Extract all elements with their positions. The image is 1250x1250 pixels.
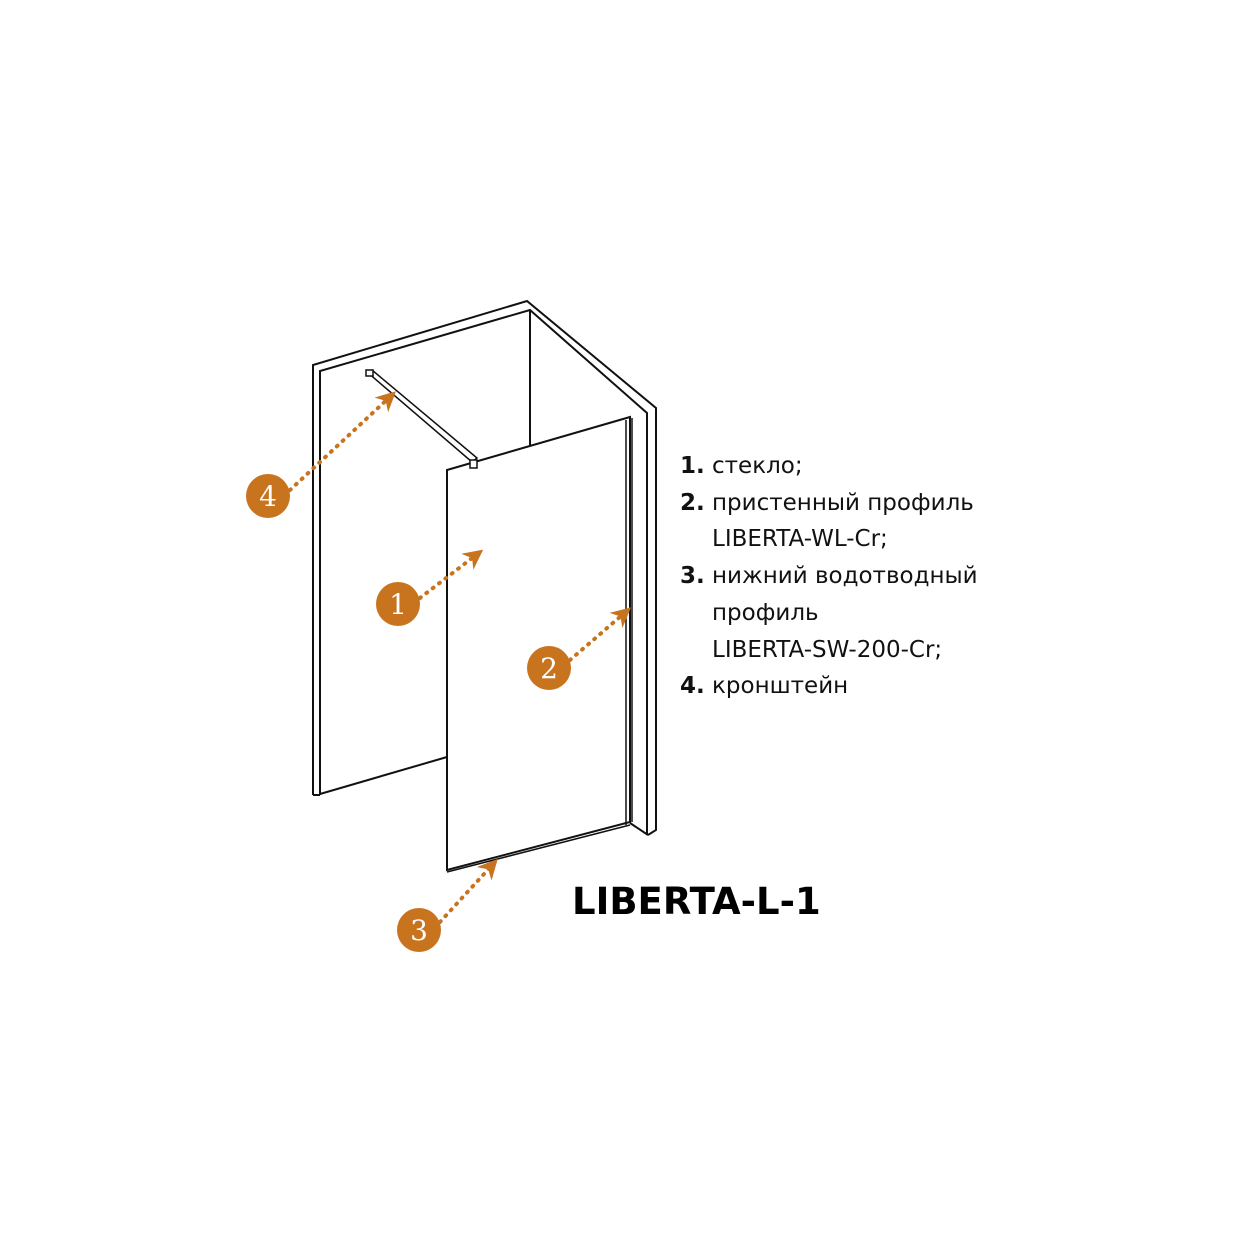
legend-text: профиль [712,599,819,626]
legend-num: 1. [680,453,705,479]
legend-item-1: 1. стекло; [680,448,978,485]
callout-4: 4 [246,474,290,518]
legend-item-2: 2. пристенный профиль [680,485,978,522]
legend-num: 3. [680,563,705,590]
legend-text: LIBERTA-WL-Cr; [712,526,888,553]
callout-3-label: 3 [410,914,428,947]
bracket [365,369,479,469]
model-title: LIBERTA-L-1 [572,880,821,923]
legend-text: кронштейн [712,673,849,700]
legend-text: LIBERTA-SW-200-Cr; [712,636,943,663]
legend-text: нижний водотводный [712,563,978,590]
callout-1-label: 1 [389,588,407,621]
callout-3: 3 [397,908,441,952]
legend-text: пристенный профиль [712,489,974,516]
callout-arrows [288,391,632,924]
callout-2: 2 [527,646,571,690]
left-wall [312,299,657,836]
legend-item-4: 4. кронштейн [680,668,978,705]
legend-num: 4. [680,673,705,700]
glass-panel [446,415,631,873]
callout-1: 1 [376,582,420,626]
callout-4-label: 4 [259,480,277,513]
legend-num: 2. [680,489,705,516]
callout-2-label: 2 [540,652,558,685]
legend-text: стекло; [712,453,803,479]
legend-item-3: 3. нижний водотводный [680,558,978,595]
parts-legend: 1. стекло; 2. пристенный профиль LIBERTA-W… [680,448,978,705]
